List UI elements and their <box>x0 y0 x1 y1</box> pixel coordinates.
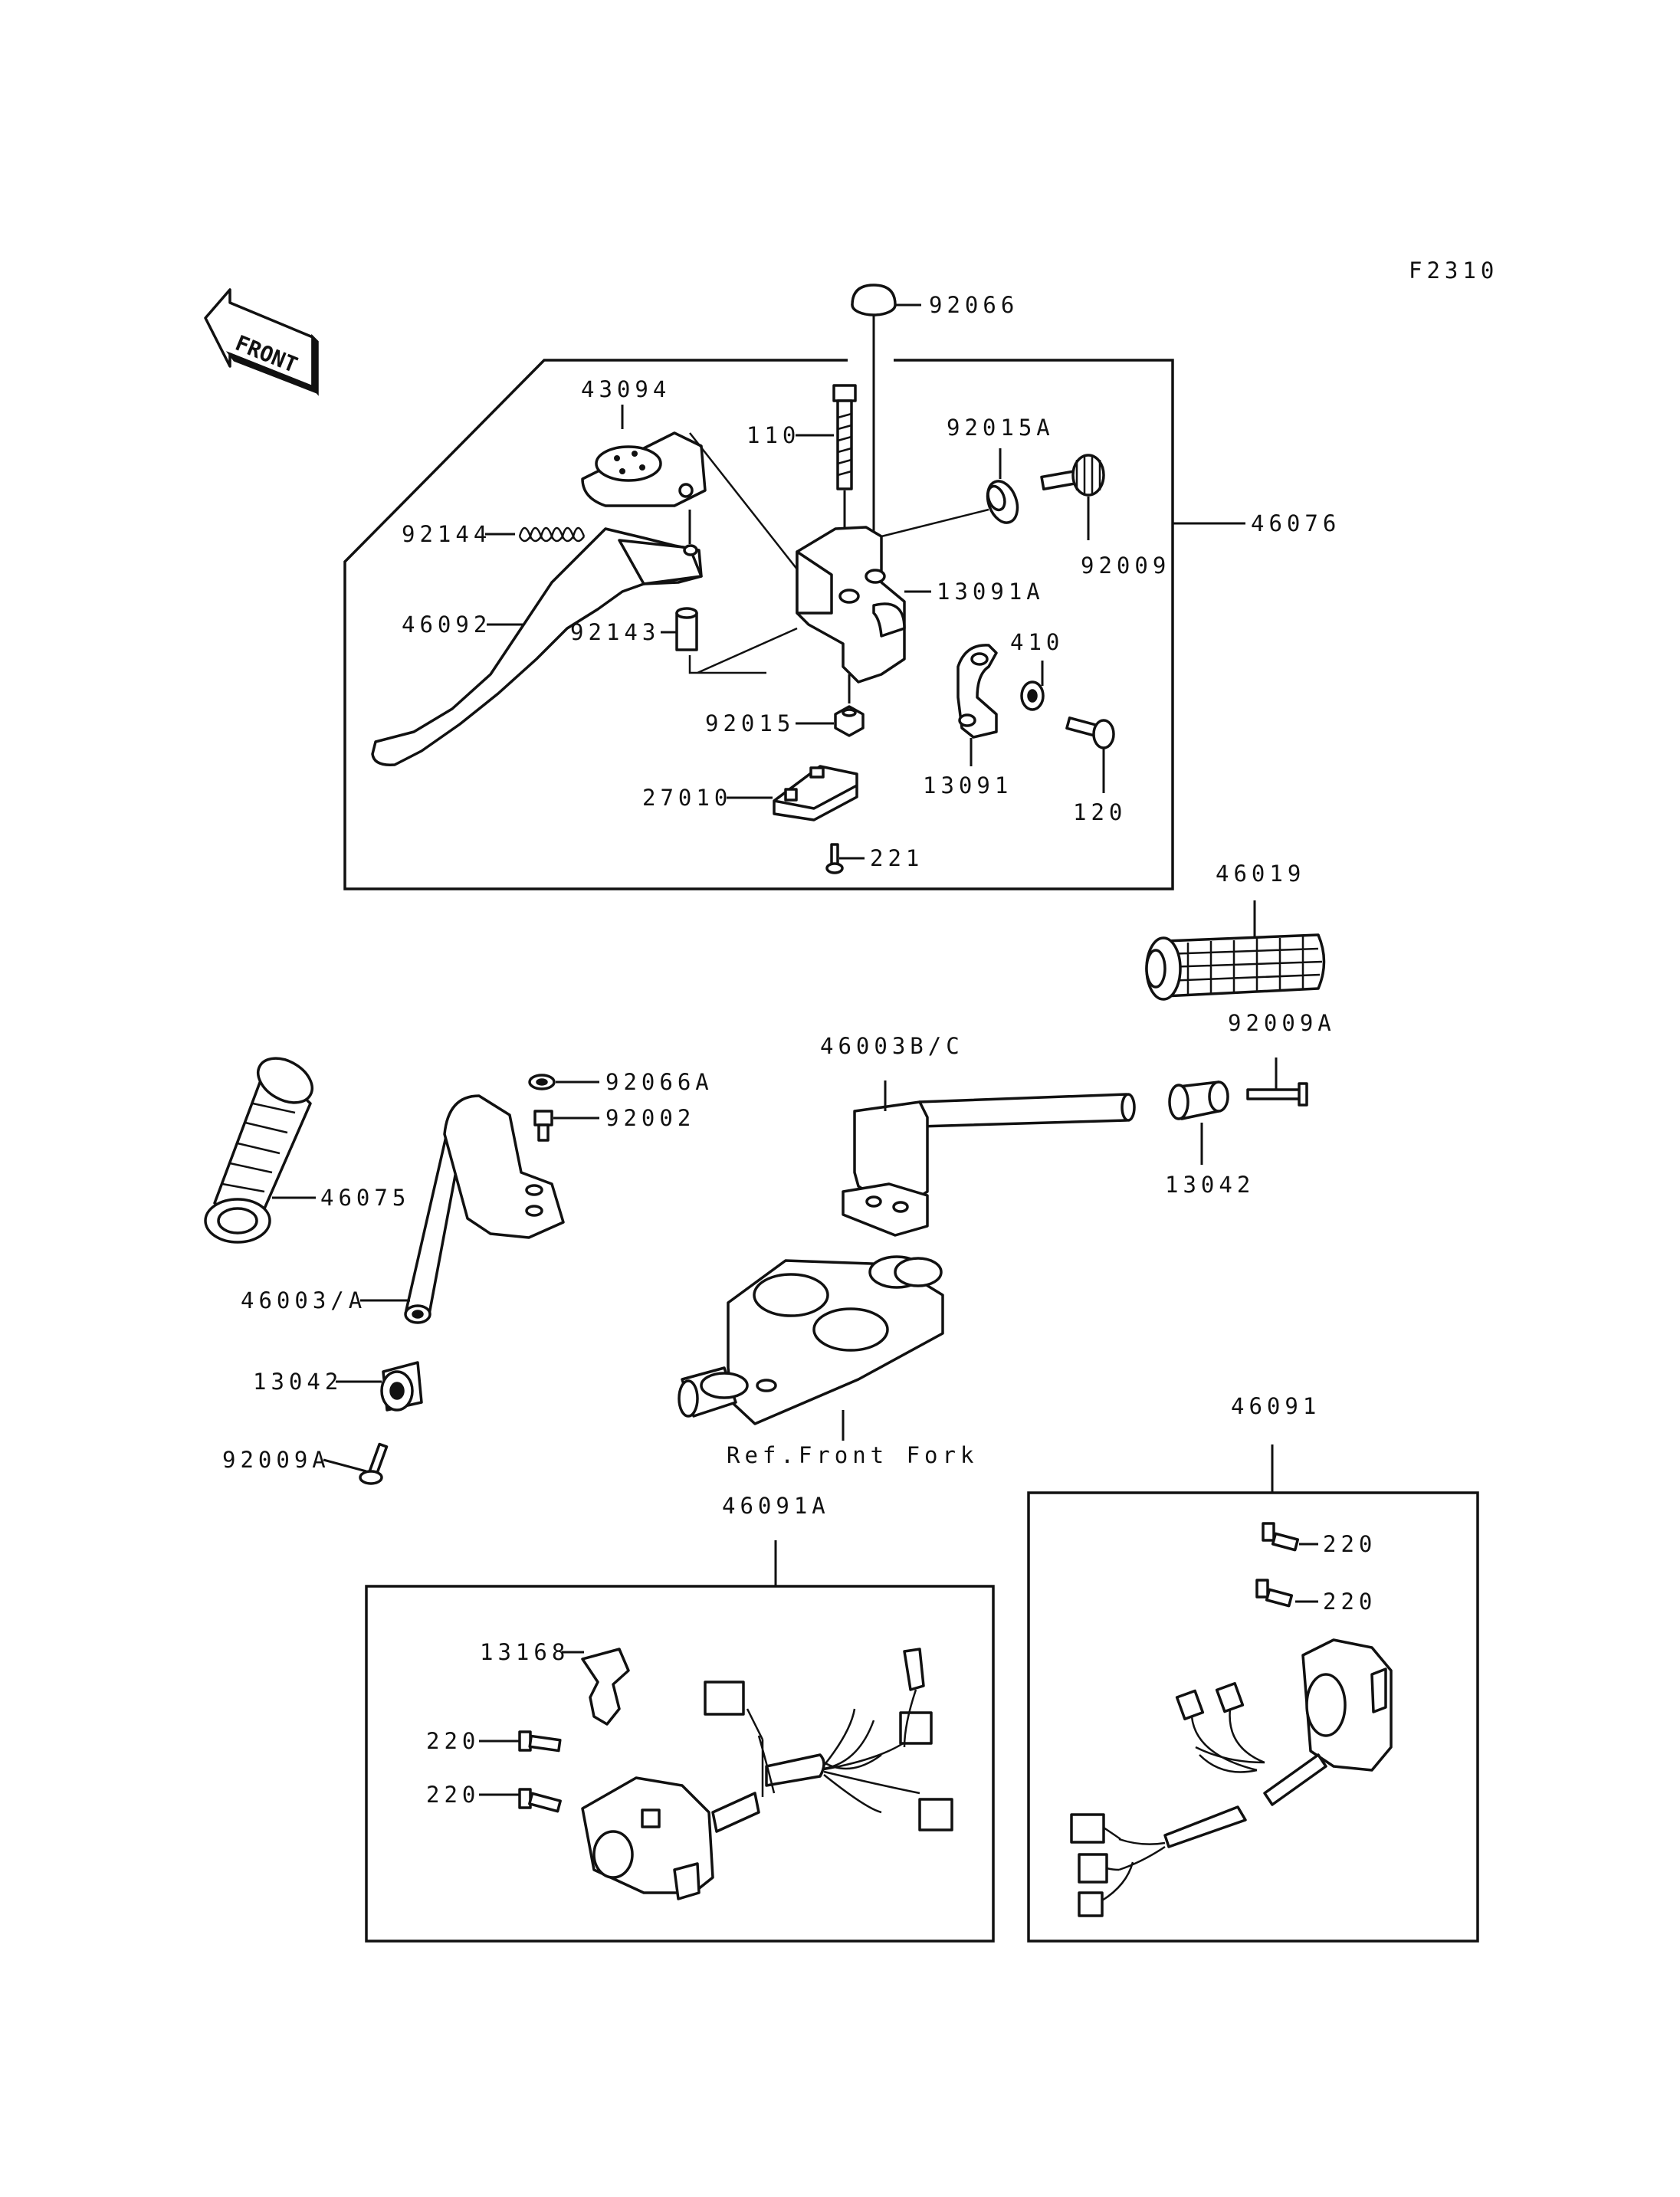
label-13042-right: 13042 <box>1165 1172 1255 1198</box>
label-46076: 46076 <box>1251 510 1340 536</box>
switch-housing-right <box>1070 1638 1393 1917</box>
label-92015A: 92015A <box>947 415 1055 441</box>
label-46003BC: 46003B/C <box>820 1033 964 1059</box>
cap-92066: 92066 <box>851 284 1019 559</box>
grip-46075: 46075 <box>204 1057 410 1244</box>
label-46019: 46019 <box>1216 861 1305 887</box>
label-13168: 13168 <box>480 1639 569 1665</box>
label-46092: 46092 <box>402 612 491 638</box>
label-220-right-2: 220 <box>1323 1589 1376 1615</box>
label-92144: 92144 <box>402 521 491 547</box>
switch-housing-left <box>581 1648 953 1900</box>
label-92002: 92002 <box>605 1105 695 1131</box>
label-221: 221 <box>870 845 924 871</box>
figure-code: F2310 <box>1409 257 1498 284</box>
label-92066: 92066 <box>929 292 1019 318</box>
spring-92144: 92144 <box>402 521 586 547</box>
grip-46019: 46019 <box>1145 861 1326 1001</box>
clip-13168: 13168 <box>480 1639 630 1726</box>
label-46091: 46091 <box>1231 1393 1321 1419</box>
screw-221: 221 <box>825 843 924 874</box>
washer-410: 410 <box>1010 629 1064 711</box>
label-110: 110 <box>746 422 800 448</box>
handlebar-46003BC: 46003B/C <box>820 1033 1136 1237</box>
label-46091A: 46091A <box>722 1493 830 1519</box>
screw-92009A-left: 92009A <box>222 1442 389 1485</box>
bolt-120: 120 <box>1065 716 1127 825</box>
label-220-left-1: 220 <box>426 1728 480 1754</box>
nut-92015: 92015 <box>705 674 865 737</box>
label-46003A: 46003/A <box>241 1287 366 1313</box>
label-220-right-1: 220 <box>1323 1531 1376 1557</box>
switch-27010: 27010 <box>642 765 858 821</box>
label-92015: 92015 <box>705 710 795 736</box>
weight-13042-left: 13042 <box>253 1361 423 1412</box>
label-13042-left: 13042 <box>253 1369 343 1395</box>
bolt-92002: 92002 <box>533 1105 695 1142</box>
screw-220-right-1: 220 <box>1262 1522 1376 1557</box>
label-13091A: 13091A <box>937 579 1045 605</box>
screw-220-left-1: 220 <box>426 1728 562 1754</box>
washer-92066A: 92066A <box>528 1069 714 1095</box>
label-92143: 92143 <box>570 619 660 645</box>
label-13091: 13091 <box>923 772 1012 798</box>
callout-46076: 46076 <box>1173 510 1340 536</box>
adjuster-43094: 43094 <box>581 376 832 614</box>
reference-front-fork: Ref.Front Fork <box>727 1442 978 1468</box>
lever-46092: 46092 <box>371 510 703 766</box>
label-43094: 43094 <box>581 376 671 402</box>
weight-13042-right: 13042 <box>1165 1080 1255 1198</box>
fork-top-bracket: Ref.Front Fork <box>678 1255 978 1468</box>
label-410: 410 <box>1010 629 1064 655</box>
switch-assembly-46091-box: 46091 <box>1027 1393 1479 1943</box>
clutch-lever-assembly-box <box>343 359 1174 890</box>
label-92009A-right: 92009A <box>1228 1010 1336 1036</box>
screw-220-right-2: 220 <box>1255 1579 1376 1615</box>
switch-assembly-46091A-box: 46091A <box>365 1493 995 1943</box>
screw-92009: 92009 <box>1040 454 1170 579</box>
label-92009A-left: 92009A <box>222 1447 330 1473</box>
label-92009: 92009 <box>1081 553 1170 579</box>
collar-92143: 92143 <box>570 607 798 674</box>
label-27010: 27010 <box>642 785 732 811</box>
bolt-110: 110 <box>746 384 857 529</box>
clamp-13091: 13091 <box>923 644 1012 798</box>
front-arrow-icon: FRONT <box>204 288 319 396</box>
holder-13091A: 13091A <box>796 526 1045 684</box>
label-220-left-2: 220 <box>426 1782 480 1808</box>
handlebar-46003A: 46003/A <box>241 1094 565 1324</box>
label-46075: 46075 <box>320 1185 410 1211</box>
screw-92009A-right: 92009A <box>1228 1010 1336 1107</box>
label-120: 120 <box>1073 799 1127 825</box>
nut-92015A: 92015A <box>881 415 1055 538</box>
screw-220-left-2: 220 <box>426 1782 562 1813</box>
label-92066A: 92066A <box>605 1069 714 1095</box>
